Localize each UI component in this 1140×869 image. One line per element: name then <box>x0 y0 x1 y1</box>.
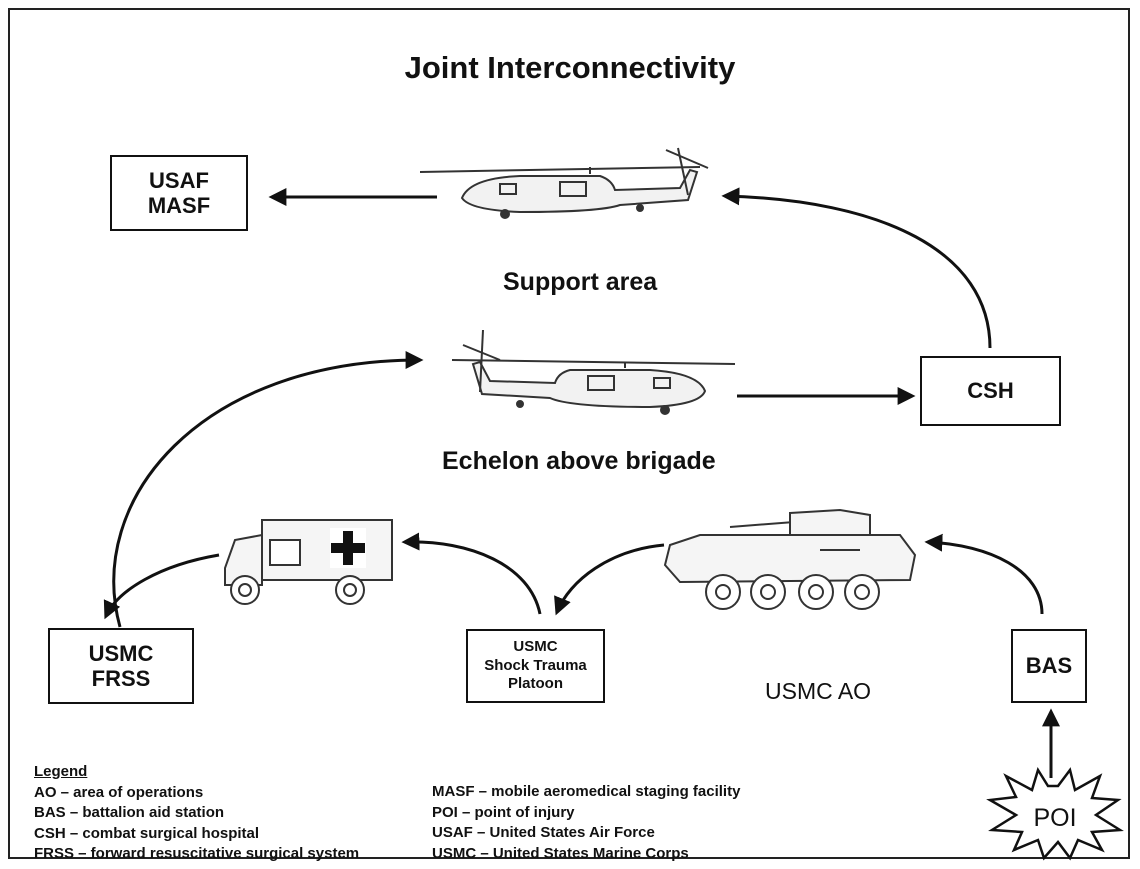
arrow-shock-to-ambulance <box>401 532 542 615</box>
diagram-title: Joint Interconnectivity <box>404 50 736 85</box>
legend-item: MASF – mobile aeromedical staging facili… <box>432 783 741 800</box>
helicopter-icon <box>419 147 709 219</box>
legend-item: CSH – combat surgical hospital <box>34 824 260 842</box>
usmc-ao-label: USMC AO <box>765 678 872 704</box>
csh-label: CSH <box>967 378 1014 404</box>
legend-item: USMC – United States Marine Corps <box>432 844 689 862</box>
armored-vehicle-icon <box>663 508 917 610</box>
csh-box: CSH <box>920 356 1061 426</box>
legend-item: POI – point of injury <box>432 803 575 821</box>
shock-trauma-line3: Platoon <box>508 675 563 693</box>
legend-item: USAF – United States Air Force <box>432 824 655 841</box>
poi-label: POI <box>1033 804 1076 832</box>
bas-label: BAS <box>1025 653 1073 679</box>
poi-burst-icon: POI <box>986 766 1124 861</box>
shock-trauma-line1: USMC <box>513 637 558 655</box>
legend-left: Legend AO – area of operations BAS – bat… <box>34 762 359 865</box>
arrow-ambulance-to-frss <box>103 553 220 620</box>
usmc-frss-box: USMC FRSS <box>48 628 194 704</box>
legend-item: BAS – battalion aid station <box>34 804 225 821</box>
arrow-bas-to-vehicle <box>924 533 1044 615</box>
legend-right: MASF – mobile aeromedical staging facili… <box>432 782 740 864</box>
echelon-label: Echelon above brigade <box>442 447 716 475</box>
legend-title: Legend <box>34 763 88 780</box>
diagram-frame <box>8 8 1130 859</box>
shock-trauma-line2: Shock Trauma <box>484 656 587 674</box>
legend-item: AO – area of operations <box>34 783 204 801</box>
arrow-csh-to-heli <box>721 187 992 349</box>
shock-trauma-box: USMC Shock Trauma Platoon <box>466 629 605 703</box>
usmc-frss-line1: USMC <box>88 640 154 666</box>
bas-box: BAS <box>1011 629 1087 703</box>
usaf-masf-box: USAF MASF <box>110 155 248 231</box>
support-area-label: Support area <box>503 268 658 296</box>
usaf-masf-line2: MASF <box>147 193 211 218</box>
legend-item: FRSS – forward resuscitative surgical sy… <box>34 845 360 862</box>
arrow-frss-to-heli <box>112 351 424 628</box>
arrow-vehicle-to-shock <box>554 543 665 616</box>
helicopter-icon <box>451 329 736 415</box>
usaf-masf-line1: USAF <box>149 167 209 193</box>
usmc-frss-line2: FRSS <box>91 666 151 691</box>
ambulance-icon <box>224 519 393 605</box>
